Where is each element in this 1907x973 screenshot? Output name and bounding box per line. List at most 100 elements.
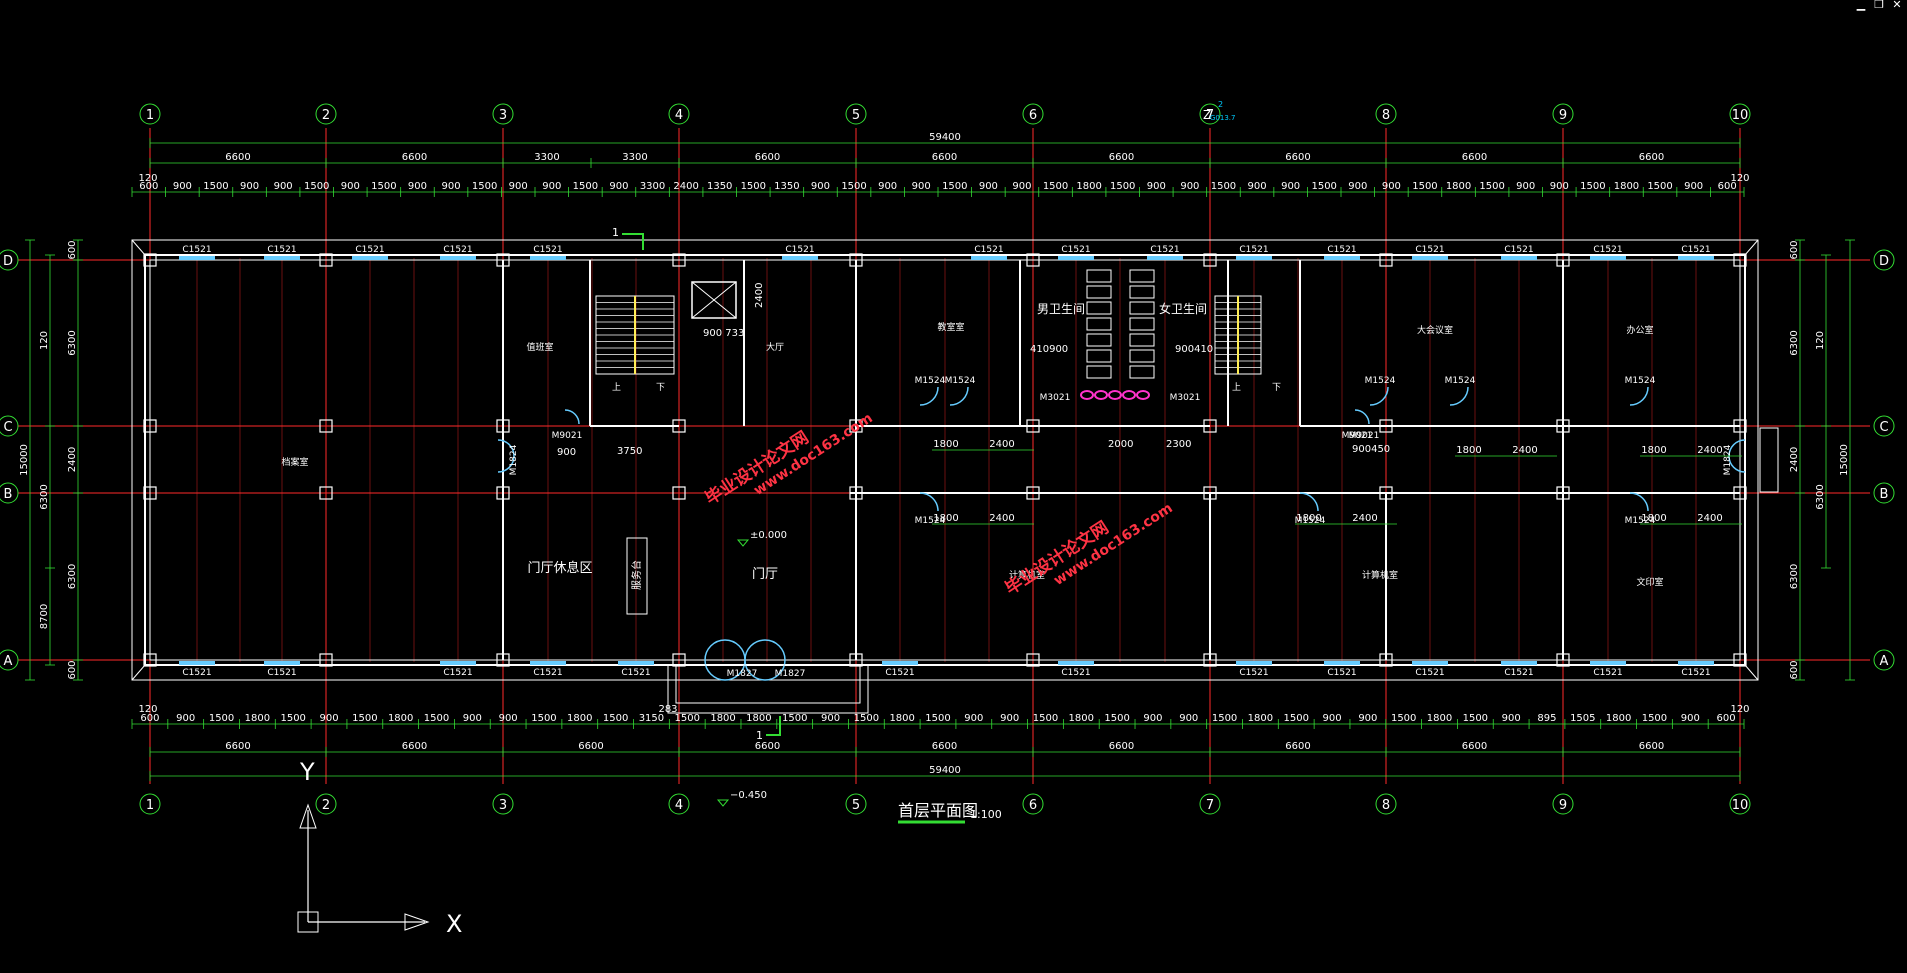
dim-openings-top-text: 900: [1012, 181, 1031, 192]
dim-left-a-text: 600: [67, 240, 78, 259]
window: [1324, 256, 1360, 260]
door: [919, 492, 939, 512]
dim-openings-bottom-text: 900: [1143, 713, 1162, 724]
ucs-x-label: X: [446, 910, 462, 938]
dim-small: 120: [138, 704, 157, 715]
dim-openings-top-text: 900: [341, 181, 360, 192]
dim-openings-top-text: 1500: [1479, 181, 1504, 192]
dim-openings-bottom-text: 1800: [1606, 713, 1631, 724]
grid-bubble-A: [1873, 649, 1895, 671]
dim-openings-bottom-text: 900: [1681, 713, 1700, 724]
grid-bubble-7: [1199, 793, 1221, 815]
dim-openings-top-text: 900: [1281, 181, 1300, 192]
column: [1203, 486, 1217, 500]
side-door: [497, 439, 515, 473]
column: [319, 486, 333, 500]
dim-openings-top-text: 1350: [707, 181, 732, 192]
dim-bays-top-text: 3300: [534, 152, 559, 163]
dim-openings-bottom-text: 1500: [854, 713, 879, 724]
window-label: C1521: [621, 668, 650, 678]
dim-openings-bottom-text: 1800: [388, 713, 413, 724]
door-dim-2400: 2400: [989, 439, 1014, 450]
dim-bays-top-text: 6600: [755, 152, 780, 163]
dim-openings-top-text: 1500: [1412, 181, 1437, 192]
window: [1058, 661, 1094, 665]
column: [1556, 653, 1570, 667]
toilet-stall: [1129, 349, 1155, 363]
dim-openings-top-text: 1800: [1614, 181, 1639, 192]
dim-2000: 2000: [1108, 439, 1133, 450]
window: [782, 256, 818, 260]
column: [672, 486, 686, 500]
dim-small: 120: [1730, 704, 1749, 715]
dim-openings-bottom-text: 600: [140, 713, 159, 724]
grid-bubble-4: [668, 103, 690, 125]
dim-right-total-text: 15000: [1839, 444, 1850, 476]
window: [1236, 256, 1272, 260]
window: [1236, 661, 1272, 665]
grid-bubble-B: [1873, 482, 1895, 504]
restore-icon[interactable]: ❐: [1874, 0, 1884, 11]
dim-openings-top-text: 3300: [640, 181, 665, 192]
grid-bubble-9: [1552, 793, 1574, 815]
dim-right-a-text: 600: [1789, 240, 1800, 259]
column: [1733, 653, 1747, 667]
dim-left-a-text: 600: [67, 660, 78, 679]
urinal: [1122, 390, 1136, 400]
door-m9021: [1354, 409, 1370, 425]
dim-openings-bottom-text: 3150: [639, 713, 664, 724]
dim-900410: 900410: [1175, 344, 1213, 355]
grid-label-4: 4: [675, 798, 683, 813]
minimize-icon[interactable]: ▁: [1856, 0, 1866, 11]
dim-openings-top-text: 900: [1147, 181, 1166, 192]
grid-label-C: C: [3, 420, 12, 435]
room-meeting: 大会议室: [1417, 324, 1453, 336]
dim-openings-bottom-text: 1500: [209, 713, 234, 724]
grid-bubble-9: [1552, 103, 1574, 125]
toilet-stall: [1086, 269, 1112, 283]
column: [1556, 253, 1570, 267]
dim-bays-bottom-text: 6600: [1285, 741, 1310, 752]
close-icon[interactable]: ✕: [1892, 0, 1902, 11]
dim-900-c: 900: [557, 447, 576, 458]
window-label: C1521: [974, 245, 1003, 255]
dim-left-a-text: 6300: [67, 330, 78, 355]
dim-900450: 900450: [1352, 444, 1390, 455]
corner-line: [1744, 664, 1759, 681]
window-label: C1521: [1504, 668, 1533, 678]
column: [1379, 486, 1393, 500]
watermark-2: 毕业设计论文网 www.doc163.com: [1001, 500, 1175, 599]
dim-openings-top-text: 1500: [1110, 181, 1135, 192]
dim-openings-bottom-text: 900: [1322, 713, 1341, 724]
dim-openings-top-text: 1500: [942, 181, 967, 192]
dim-openings-top-text: 1800: [1446, 181, 1471, 192]
dim-openings-top-text: 1500: [371, 181, 396, 192]
dim-openings-bottom-text: 900: [319, 713, 338, 724]
elevator-shaft: [691, 281, 737, 319]
door-dim-1800: 1800: [1296, 513, 1321, 524]
outer-wall-inner: [149, 259, 1741, 661]
window-label: C1521: [1681, 668, 1710, 678]
window: [1678, 256, 1714, 260]
toilet-stall: [1129, 269, 1155, 283]
column: [496, 419, 510, 433]
column: [1026, 419, 1040, 433]
entrance-step: [675, 664, 861, 704]
elevation-0: ±0.000: [750, 530, 787, 541]
drawing-scale: 1:100: [970, 808, 1002, 821]
dim-bays-top-text: 6600: [1462, 152, 1487, 163]
window: [1412, 661, 1448, 665]
column: [143, 419, 157, 433]
door-label-m1827: M1827: [727, 669, 758, 679]
stair-up-1: 上: [612, 382, 621, 393]
dim-openings-top-text: 1500: [573, 181, 598, 192]
dim-right-b-text: 6300: [1815, 484, 1826, 509]
dim-openings-bottom-text: 1500: [1642, 713, 1667, 724]
dim-openings-top-text: 1500: [1043, 181, 1068, 192]
column: [849, 419, 863, 433]
dim-openings-top-text: 600: [139, 181, 158, 192]
window: [1324, 661, 1360, 665]
window-label: C1521: [533, 245, 562, 255]
